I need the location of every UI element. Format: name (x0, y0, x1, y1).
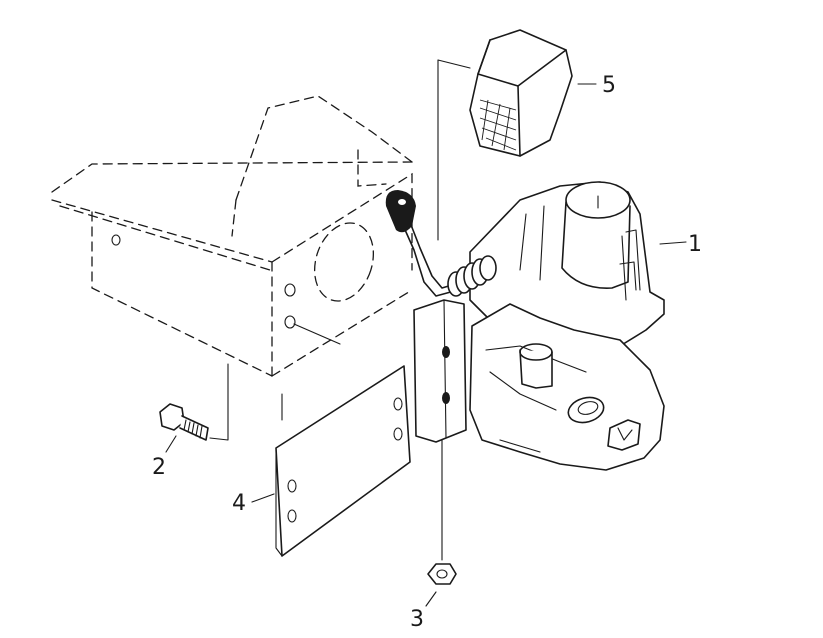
vehicle-body-reference-dashed (51, 59, 471, 561)
lever-grip-knob (385, 190, 416, 233)
reinforcement-plate-part-4 (275, 365, 411, 557)
towing-hitch-part-1 (469, 181, 665, 471)
rubber-buffer-part-5 (469, 29, 573, 157)
leader-2 (165, 435, 177, 453)
callout-label-4: 4 (232, 491, 246, 516)
leader-3 (425, 591, 437, 607)
leader-4 (251, 493, 275, 503)
release-lever-with-spring (385, 190, 497, 297)
nut-part-3 (427, 563, 457, 585)
spring-coils (447, 255, 497, 297)
bolt-part-2 (159, 403, 209, 441)
buffer-section-hatching (479, 99, 517, 151)
callout-label-5: 5 (602, 73, 616, 98)
callout-label-1: 1 (688, 232, 702, 257)
hitch-mounting-plate (413, 299, 467, 443)
leader-1 (659, 241, 687, 245)
callout-leaders (165, 83, 687, 607)
callout-label-3: 3 (410, 607, 424, 632)
callout-label-2: 2 (152, 455, 166, 480)
